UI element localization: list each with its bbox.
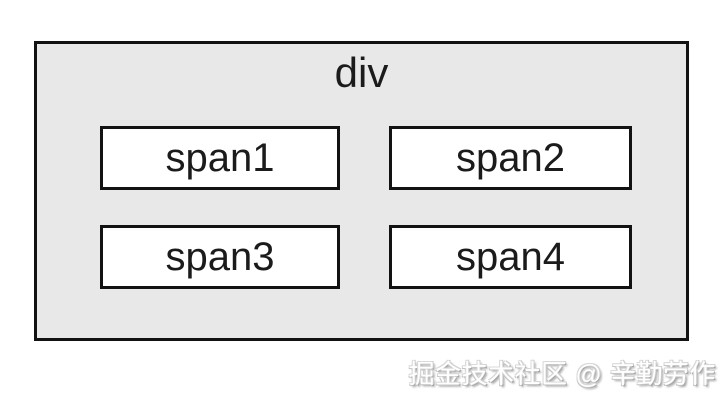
span4-box: span4: [389, 225, 632, 289]
watermark: 掘金技术社区 @ 辛勤劳作: [408, 359, 716, 389]
span3-box: span3: [100, 225, 340, 289]
span1-box: span1: [100, 126, 340, 190]
div-label: div: [334, 49, 389, 96]
div-container-box: div span1 span2 span3 span4: [34, 41, 689, 341]
span2-box: span2: [389, 126, 632, 190]
